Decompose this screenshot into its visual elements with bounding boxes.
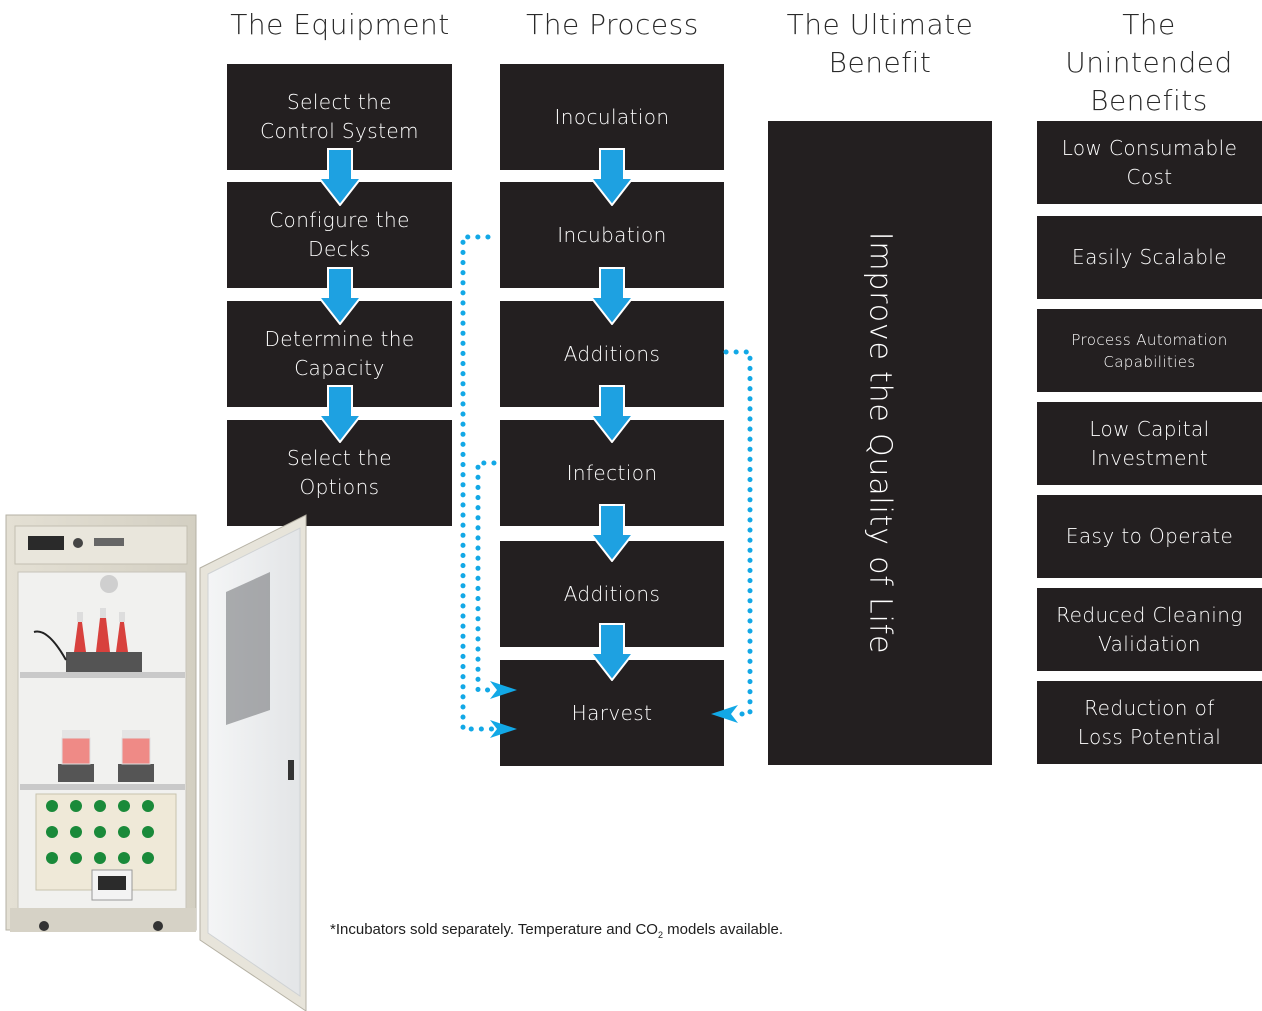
header-ultimate-benefit: The Ultimate Benefit: [786, 8, 974, 79]
down-arrow-icon: [590, 267, 634, 325]
connector-additions-to-harvest: [723, 349, 753, 717]
benefit-process-automation: Process Automation Capabilities: [1037, 309, 1262, 392]
benefit-easy-to-operate: Easy to Operate: [1037, 495, 1262, 578]
equipment-step-control-system: Select the Control System: [227, 64, 452, 170]
footnote-subscript: 2: [657, 930, 663, 940]
down-arrow-icon: [590, 504, 634, 562]
down-arrow-icon: [318, 267, 362, 325]
down-arrow-icon: [590, 148, 634, 206]
benefit-easily-scalable: Easily Scalable: [1037, 216, 1262, 299]
footnote-text: *Incubators sold separately. Temperature…: [330, 921, 658, 938]
down-arrow-icon: [318, 385, 362, 443]
down-arrow-icon: [318, 148, 362, 206]
benefit-low-consumable-cost: Low Consumable Cost: [1037, 121, 1262, 204]
header-process: The Process: [526, 8, 699, 41]
header-unintended-benefits: The Unintended Benefits: [1065, 8, 1233, 117]
benefit-low-capital-investment: Low Capital Investment: [1037, 402, 1262, 485]
connector-decks-to-harvest: [460, 234, 495, 732]
down-arrow-icon: [590, 623, 634, 681]
footnote: *Incubators sold separately. Temperature…: [330, 921, 783, 940]
incubator-image: [5, 514, 307, 1011]
benefit-reduction-loss-potential: Reduction of Loss Potential: [1037, 681, 1262, 764]
connector-infection-to-harvest: [475, 460, 497, 693]
ultimate-benefit-text: Improve the Quality of Life: [862, 231, 898, 655]
footnote-text-end: models available.: [662, 921, 784, 938]
benefit-reduced-cleaning-validation: Reduced Cleaning Validation: [1037, 588, 1262, 671]
ultimate-benefit-box: Improve the Quality of Life: [768, 121, 992, 765]
down-arrow-icon: [590, 385, 634, 443]
header-equipment: The Equipment: [230, 8, 450, 41]
